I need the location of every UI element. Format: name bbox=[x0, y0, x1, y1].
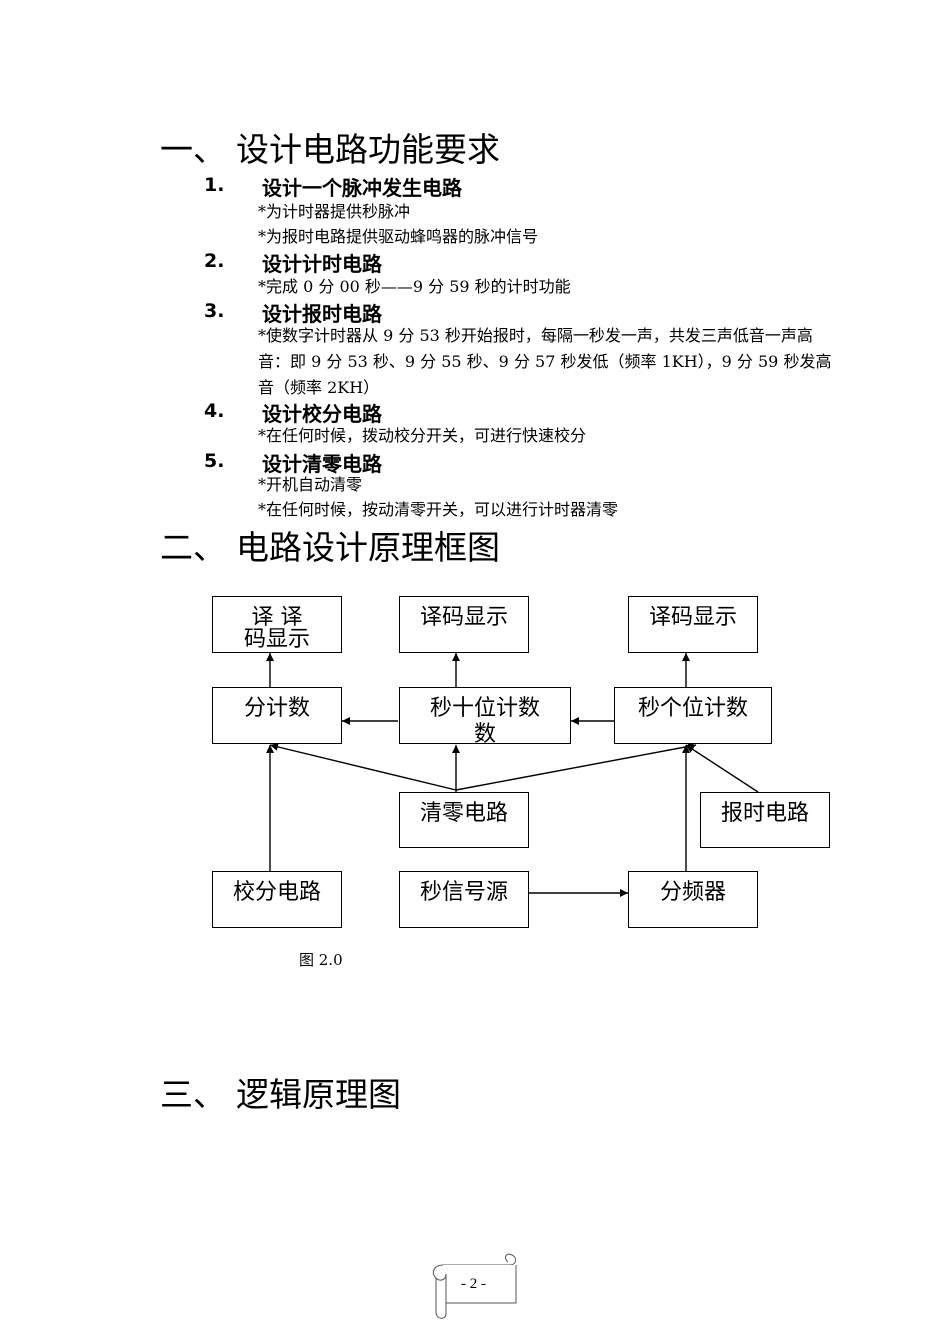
block-label: 译码显示 bbox=[648, 605, 737, 630]
section-number: 二、 bbox=[160, 528, 226, 567]
arrow-reset-to-ones bbox=[455, 742, 697, 791]
block-divider: 分频器 bbox=[628, 871, 758, 928]
bullet-text: *完成 0 分 00 秒——9 分 59 秒的计时功能 bbox=[258, 277, 571, 296]
block-alarm-circuit: 报时电路 bbox=[700, 792, 830, 848]
block-tens-display: 译码显示 bbox=[399, 596, 529, 653]
requirement-number: 2. bbox=[204, 250, 225, 272]
block-reset-circuit: 清零电路 bbox=[399, 792, 529, 848]
block-label: 数 bbox=[473, 722, 496, 747]
section-number: 三、 bbox=[160, 1075, 226, 1114]
bullet-text: *在任何时候，按动清零开关，可以进行计时器清零 bbox=[258, 500, 619, 519]
block-label: 校分电路 bbox=[232, 880, 321, 905]
section-heading-2: 二、电路设计原理框图 bbox=[160, 528, 500, 568]
block-label: 秒信号源 bbox=[419, 880, 508, 905]
arrow-reset-to-min bbox=[269, 742, 457, 791]
section-number: 一、 bbox=[160, 130, 226, 169]
block-label: 译码显示 bbox=[419, 605, 508, 630]
section-heading-1: 一、设计电路功能要求 bbox=[160, 130, 500, 170]
block-label: 清零电路 bbox=[419, 801, 508, 826]
block-ones-counter: 秒个位计数 bbox=[614, 687, 772, 744]
section-title: 逻辑原理图 bbox=[236, 1075, 401, 1114]
requirement-number: 3. bbox=[204, 300, 225, 322]
bullet-text: *开机自动清零 bbox=[258, 475, 363, 494]
block-label: 秒个位计数 bbox=[637, 696, 748, 721]
requirement-number: 4. bbox=[204, 400, 225, 422]
figure-caption: 图 2.0 bbox=[299, 951, 343, 969]
section-title: 设计电路功能要求 bbox=[236, 130, 500, 169]
block-second-source: 秒信号源 bbox=[399, 871, 529, 928]
block-label: 分计数 bbox=[243, 696, 310, 721]
requirement-title: 设计校分电路 bbox=[262, 402, 382, 426]
block-label: 报时电路 bbox=[720, 801, 809, 826]
block-label: 分频器 bbox=[659, 880, 726, 905]
requirement-title: 设计报时电路 bbox=[262, 302, 382, 326]
section-heading-3: 三、逻辑原理图 bbox=[160, 1075, 401, 1115]
requirement-paragraph: *使数字计时器从 9 分 53 秒开始报时，每隔一秒发一声，共发三声低音一声高音… bbox=[258, 326, 832, 397]
requirement-title: 设计计时电路 bbox=[262, 252, 382, 276]
section-title: 电路设计原理框图 bbox=[236, 528, 500, 567]
requirement-number: 1. bbox=[204, 174, 225, 196]
block-label: 译 译 bbox=[251, 605, 303, 630]
requirement-title: 设计一个脉冲发生电路 bbox=[262, 176, 462, 200]
bullet-text: *在任何时候，拨动校分开关，可进行快速校分 bbox=[258, 426, 587, 445]
block-ones-display: 译码显示 bbox=[628, 596, 758, 653]
requirement-title: 设计清零电路 bbox=[262, 452, 382, 476]
block-label: 码显示 bbox=[243, 627, 310, 652]
block-min-counter: 分计数 bbox=[212, 687, 342, 744]
block-label: 秒十位计数 bbox=[429, 696, 540, 721]
bullet-text: *为报时电路提供驱动蜂鸣器的脉冲信号 bbox=[258, 227, 539, 246]
requirement-number: 5. bbox=[204, 450, 225, 472]
arrow-alarm-to-ones bbox=[685, 744, 759, 793]
page-number: - 2 - bbox=[461, 1276, 486, 1292]
block-min-adjust: 校分电路 bbox=[212, 871, 342, 928]
block-min-display: 译 译 码显示 bbox=[212, 596, 342, 653]
bullet-text: *为计时器提供秒脉冲 bbox=[258, 202, 411, 221]
block-tens-counter: 秒十位计数 数 bbox=[399, 687, 571, 747]
